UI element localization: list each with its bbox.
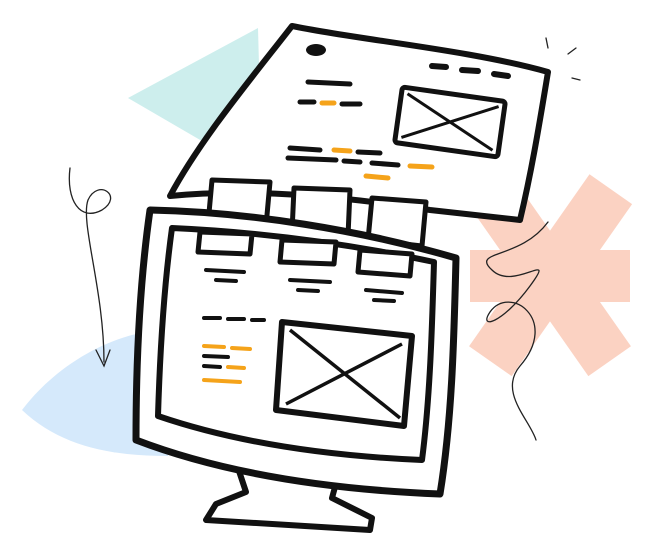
image-placeholder-icon [392, 84, 508, 160]
sky-semicircle-shape [22, 330, 168, 456]
page-outline [167, 23, 551, 223]
nav-lines [429, 63, 511, 79]
screen-caption-lines [204, 268, 404, 303]
spiral-doodle-icon [485, 221, 549, 441]
page-text-lines [285, 79, 435, 181]
doodles [68, 37, 581, 441]
screen-tabs [195, 229, 415, 279]
image-placeholder-icon [273, 319, 415, 429]
spark-lines [545, 37, 581, 81]
arrow-head [95, 349, 111, 368]
screen-text-lines [202, 316, 266, 384]
arrow-doodle-icon [68, 167, 112, 363]
monitor [132, 206, 460, 533]
logo-dot-icon [306, 44, 326, 56]
peach-asterisk-shape [467, 174, 633, 377]
